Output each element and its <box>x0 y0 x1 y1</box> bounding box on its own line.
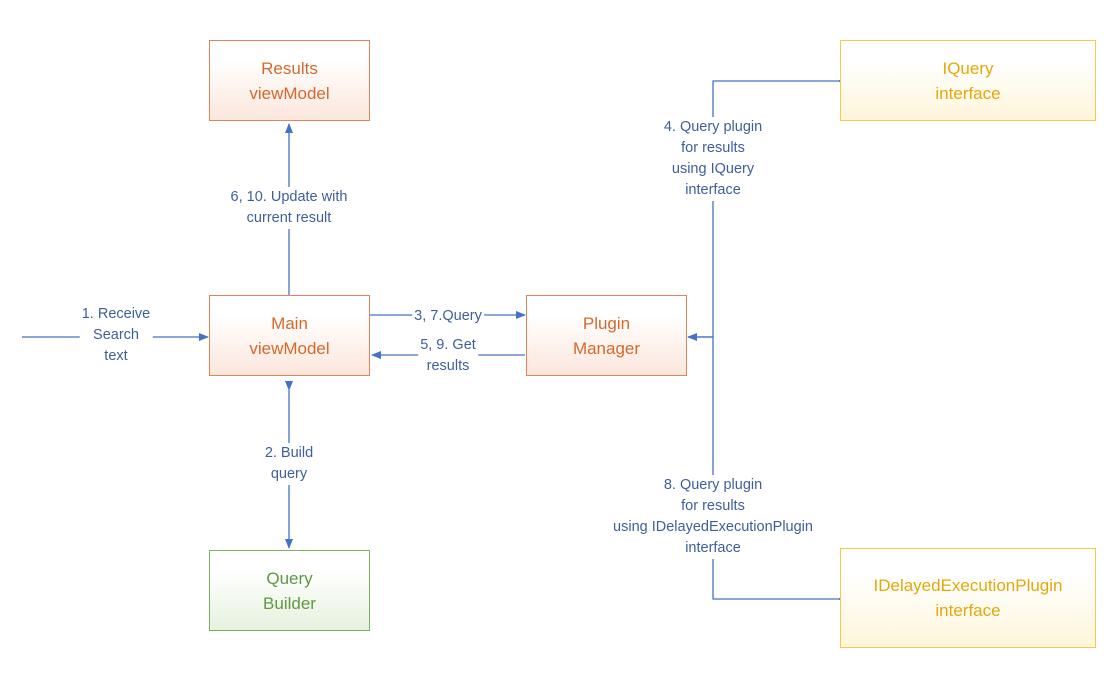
plugin-manager-box: Plugin Manager <box>526 295 687 376</box>
receive-search-line3: text <box>104 348 128 364</box>
iquery-interface-line1: IQuery <box>942 58 994 78</box>
results-viewmodel-line1: Results <box>261 58 318 78</box>
build-query-label: 2. Build query <box>262 443 316 485</box>
build-query-line1: 2. Build <box>264 445 314 461</box>
query-idelayed-label: 8. Query plugin for results using IDelay… <box>611 475 815 559</box>
idelayed-interface-line2: interface <box>935 601 1001 620</box>
receive-search-label: 1. Receive Search text <box>79 304 153 367</box>
get-results-label: 5, 9. Get results <box>418 335 478 377</box>
query-builder-box: Query Builder <box>209 550 370 631</box>
query-label: 3, 7.Query <box>412 306 484 327</box>
query-idelayed-line1: 8. Query plugin <box>663 477 763 493</box>
idelayed-interface-line1: IDelayedExecutionPlugin <box>873 576 1063 595</box>
receive-search-line1: 1. Receive <box>81 306 151 322</box>
query-line1: 3, 7.Query <box>414 308 482 324</box>
query-iquery-line3: using IQuery <box>671 161 755 177</box>
connector-idelayed-return <box>688 336 847 603</box>
plugin-manager-line2: Manager <box>572 338 641 358</box>
main-viewmodel-box: Main viewModel <box>209 295 370 376</box>
plugin-manager-line1: Plugin <box>582 313 631 333</box>
get-results-line2: results <box>426 358 470 374</box>
receive-search-line2: Search <box>93 327 139 343</box>
query-idelayed-line3: using IDelayedExecutionPlugin <box>613 519 813 535</box>
query-iquery-line4: interface <box>685 182 741 198</box>
query-idelayed-line4: interface <box>685 540 741 556</box>
main-viewmodel-line2: viewModel <box>249 338 330 358</box>
query-idelayed-line2: for results <box>681 498 745 514</box>
build-query-line2: query <box>270 466 308 482</box>
update-result-line2: current result <box>246 210 332 226</box>
get-results-line1: 5, 9. Get <box>420 337 476 353</box>
update-result-line1: 6, 10. Update with <box>230 189 348 205</box>
iquery-interface-line2: interface <box>935 83 1001 103</box>
results-viewmodel-line2: viewModel <box>249 83 330 103</box>
main-viewmodel-line1: Main <box>271 313 308 333</box>
query-iquery-label: 4. Query plugin for results using IQuery… <box>661 117 765 201</box>
update-result-label: 6, 10. Update with current result <box>228 187 350 229</box>
idelayed-interface-box: IDelayedExecutionPlugin interface <box>840 548 1096 648</box>
query-builder-line1: Query <box>266 568 313 588</box>
results-viewmodel-box: Results viewModel <box>209 40 370 121</box>
iquery-interface-box: IQuery interface <box>840 40 1096 121</box>
query-iquery-line2: for results <box>681 140 745 156</box>
query-iquery-line1: 4. Query plugin <box>663 119 763 135</box>
query-builder-line2: Builder <box>263 593 316 613</box>
